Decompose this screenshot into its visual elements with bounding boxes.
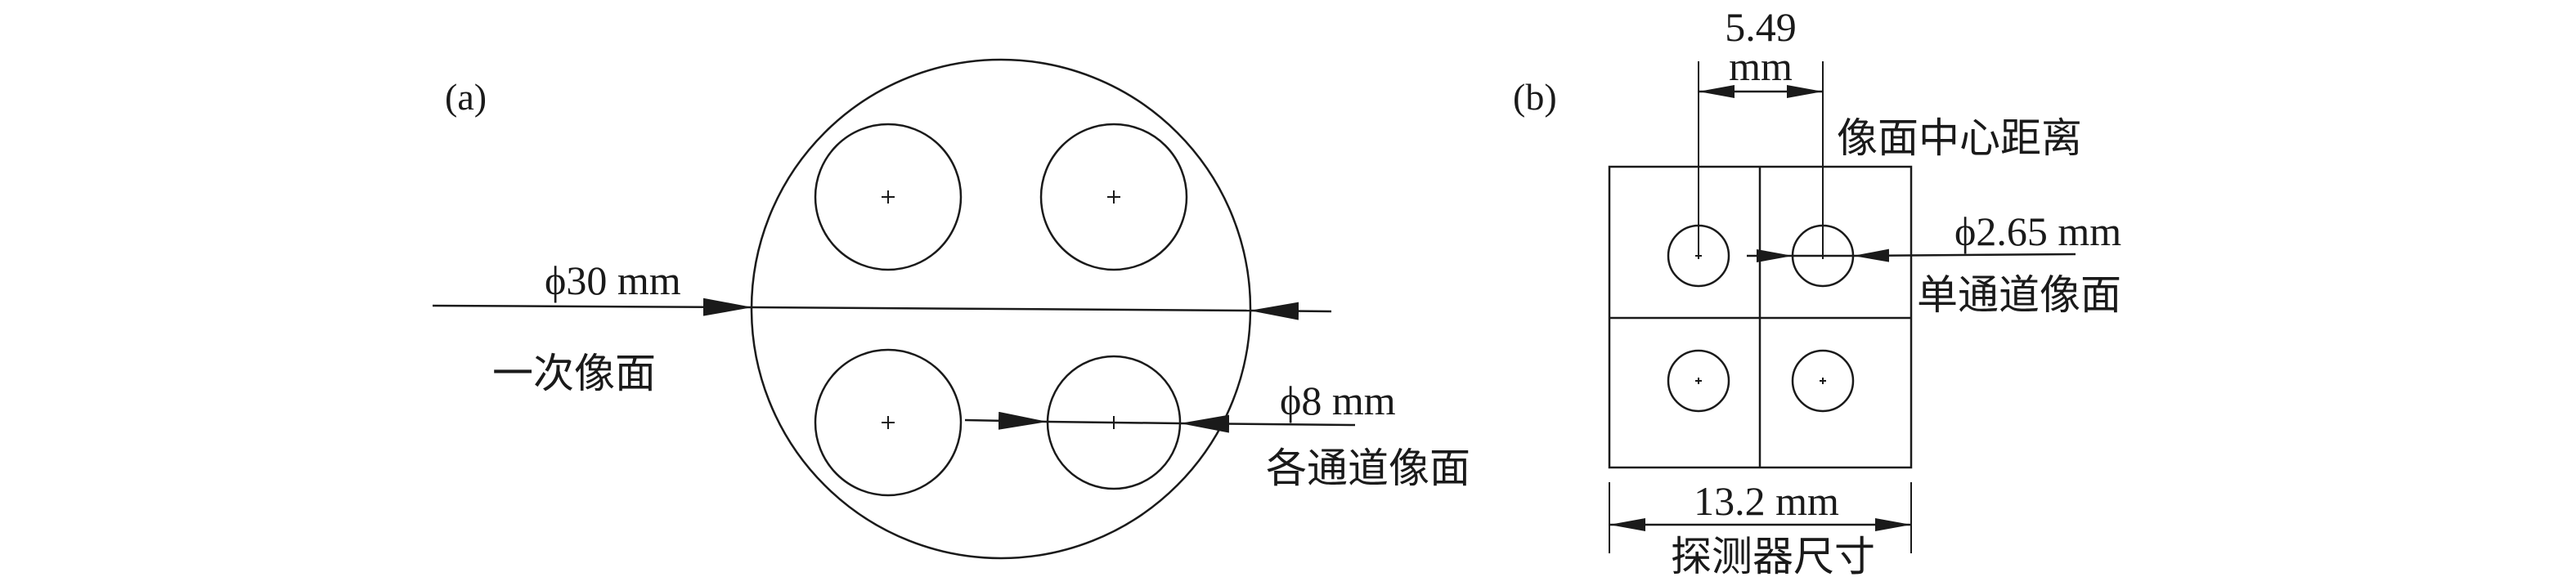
single-channel-circle — [1667, 349, 1730, 413]
channel-circle — [1039, 123, 1188, 271]
dimension-arrow-left — [964, 411, 1048, 430]
center-distance-unit: mm — [1729, 43, 1793, 89]
channel-circle — [814, 348, 963, 497]
single-channel-diameter-label: ϕ2.65 mm — [1954, 208, 2121, 254]
dimension-line — [752, 306, 1250, 312]
dimension-arrow-right — [1179, 414, 1356, 433]
single-channel-circle — [1791, 349, 1855, 413]
center-distance-value: 5.49 — [1725, 4, 1797, 50]
detector-size-label: 探测器尺寸 — [1671, 534, 1875, 579]
channel-diameter-label: ϕ8 mm — [1280, 378, 1396, 423]
panel-a-label: (a) — [445, 76, 487, 118]
detector-size-value: 13.2 mm — [1694, 478, 1839, 524]
primary-image-plane-label: 一次像面 — [492, 351, 656, 396]
channel-circle — [814, 123, 963, 271]
panel-b: (b) 5.49 mm 像面中心距离 ϕ2.65 mm 单通道像面 13.2 m… — [1513, 4, 2121, 579]
outer-diameter-label: ϕ30 mm — [545, 257, 681, 303]
center-distance-label: 像面中心距离 — [1837, 115, 2082, 161]
dimension-arrow-right — [1852, 248, 2076, 262]
single-channel-image-plane-label: 单通道像面 — [1917, 272, 2121, 318]
panel-a: (a) ϕ30 mm 一次像面 ϕ8 mm 各通道像面 — [432, 58, 1470, 560]
panel-b-label: (b) — [1513, 76, 1557, 118]
dimension-line — [1047, 420, 1181, 425]
single-channel-circle — [1667, 224, 1730, 288]
channel-image-planes-label: 各通道像面 — [1266, 445, 1470, 491]
dimension-arrow-left — [432, 297, 753, 316]
